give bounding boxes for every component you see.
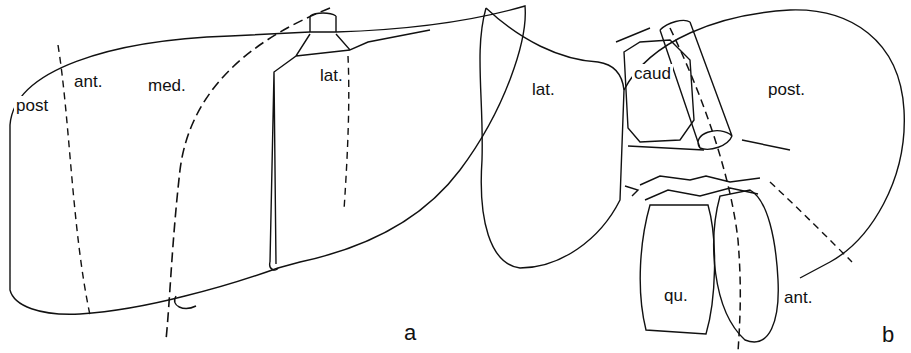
segment-label: ant. xyxy=(72,72,104,92)
figure-letter: a xyxy=(402,320,418,345)
liver-outline xyxy=(10,6,525,314)
segment-label: post. xyxy=(766,80,807,100)
caudate-lobe xyxy=(624,40,694,142)
quadrate-lobe xyxy=(640,205,714,334)
segment-label: caud xyxy=(632,64,673,84)
segment-boundary xyxy=(770,182,852,262)
segment-label: lat. xyxy=(318,66,345,86)
gallbladder xyxy=(714,190,778,342)
left-lobe-outline xyxy=(480,8,624,268)
segment-label: qu. xyxy=(662,286,690,306)
segment-label: post xyxy=(14,96,50,116)
segment-boundary xyxy=(344,56,349,210)
cut-edge xyxy=(616,28,790,150)
vena-cava xyxy=(660,20,732,149)
vena-cava xyxy=(310,13,336,32)
segment-boundary xyxy=(166,8,330,340)
figure-letter: b xyxy=(880,322,896,347)
segment-label: med. xyxy=(146,76,188,96)
segment-label: lat. xyxy=(530,80,557,100)
porta-hepatis xyxy=(625,176,760,200)
falciform-ligament xyxy=(270,30,430,270)
gallbladder-fundus xyxy=(175,296,196,308)
segment-label: ant. xyxy=(782,288,814,308)
